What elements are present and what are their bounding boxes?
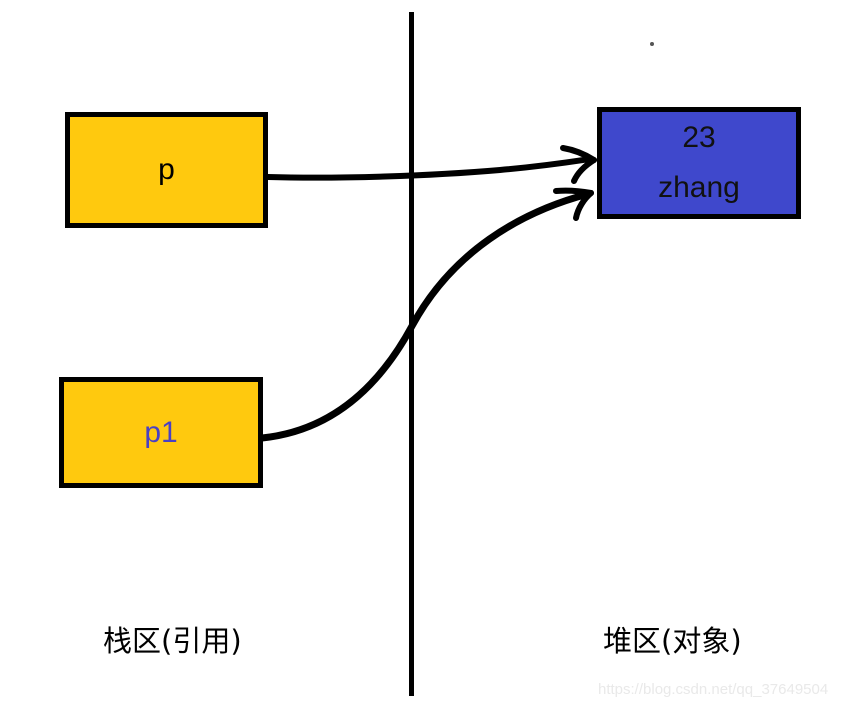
heap-field-age: 23 — [682, 121, 716, 154]
heap-field-name: zhang — [658, 171, 740, 204]
stack-box-p1[interactable]: p1 — [59, 377, 263, 488]
region-label-stack: 栈区(引用) — [103, 624, 242, 658]
arrow-p1-to-object — [258, 187, 594, 442]
watermark-text: https://blog.csdn.net/qq_37649504 — [598, 681, 829, 698]
stray-dot-icon — [650, 42, 654, 46]
stack-box-p[interactable]: p — [65, 112, 268, 228]
stack-box-p1-label: p1 — [144, 415, 178, 449]
region-label-heap: 堆区(对象) — [603, 624, 742, 658]
stack-box-p-label: p — [158, 153, 175, 186]
heap-object-box[interactable]: 23 zhang — [597, 107, 801, 219]
arrow-p-to-object — [265, 145, 597, 184]
